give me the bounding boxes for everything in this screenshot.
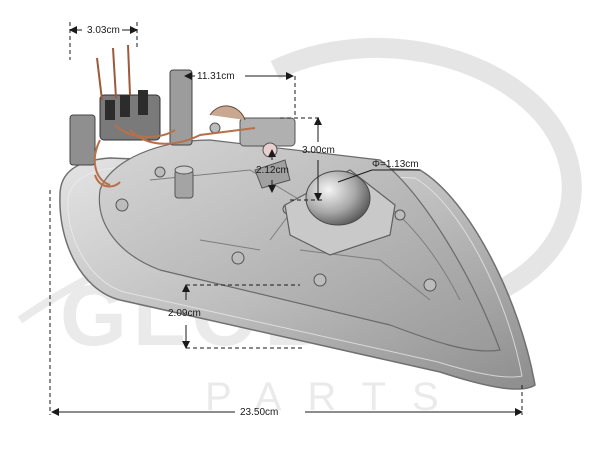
thermostat (209, 105, 296, 189)
dim-dome-diameter: Φ=1.13cm (372, 159, 419, 170)
dim-side-height: 2.09cm (168, 308, 201, 319)
dim-thermostat-inner: 2.12cm (256, 165, 289, 176)
copper-wiring (93, 124, 256, 188)
dim-thermostat-height: 3.00cm (302, 145, 335, 156)
terminal-block (69, 69, 193, 166)
dimension-annotations (49, 22, 523, 416)
terminal-pins (96, 44, 131, 101)
dim-pin-spacing: 3.03cm (87, 25, 120, 36)
dim-total-length: 23.50cm (240, 407, 278, 418)
boss-post (174, 165, 194, 199)
dim-top-span: 11.31cm (197, 71, 235, 82)
steel-dome (305, 170, 371, 226)
